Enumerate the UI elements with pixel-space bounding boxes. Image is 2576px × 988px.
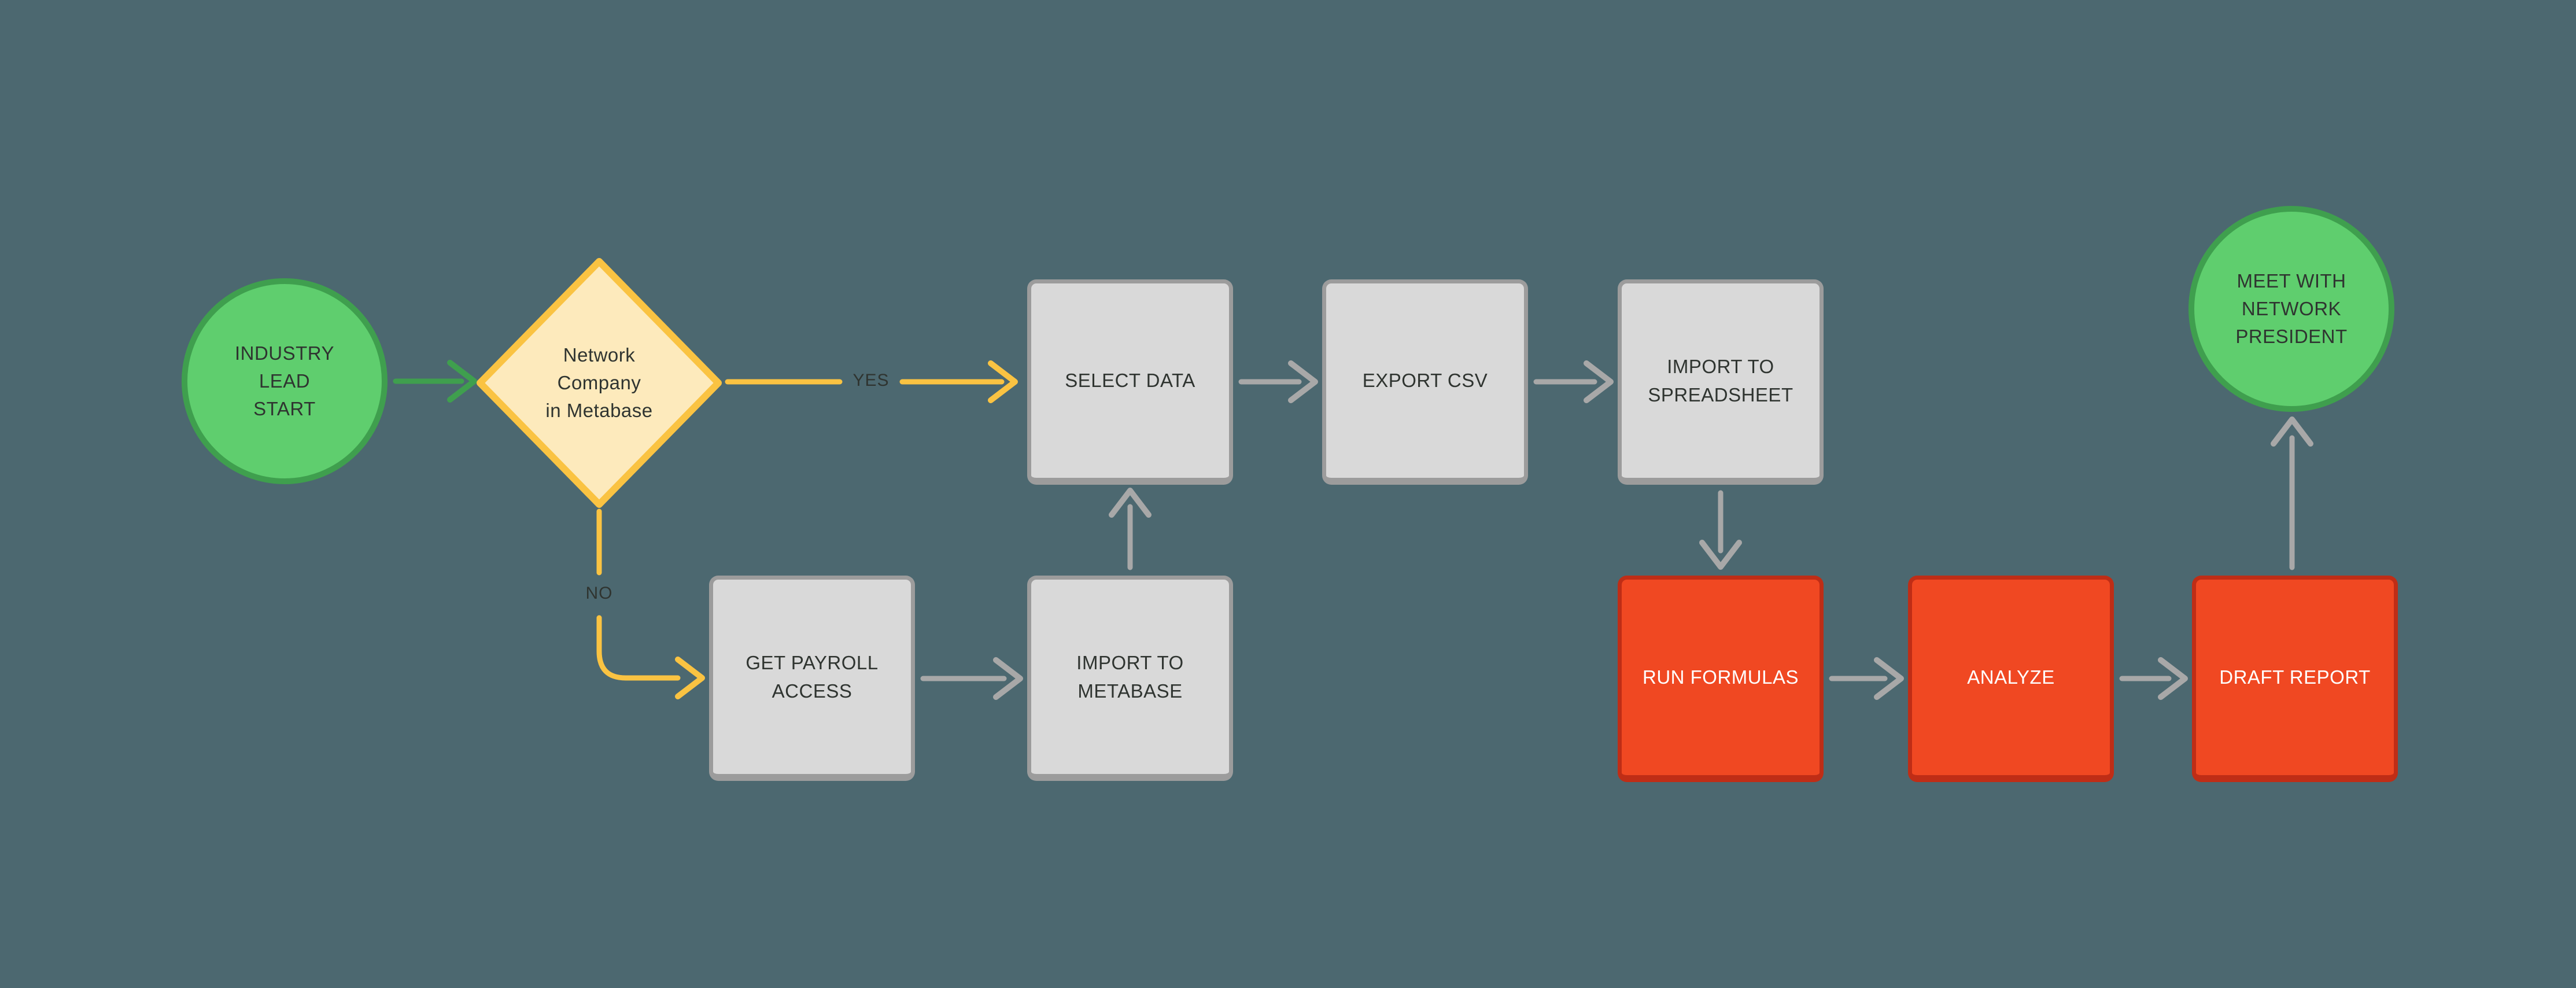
diamond-outline: [477, 258, 722, 508]
node-label: Network Company in Metabase: [545, 344, 653, 421]
node-label: GET PAYROLL ACCESS: [746, 651, 879, 702]
node-export-csv: EXPORT CSV: [1322, 279, 1528, 485]
arrowhead-right-icon: [447, 360, 477, 403]
node-label: IMPORT TO METABASE: [1076, 651, 1184, 702]
edge-select-data-to-export-csv: [1238, 360, 1318, 403]
node-label: INDUSTRY LEAD START: [234, 342, 335, 419]
node-label: MEET WITH NETWORK PRESIDENT: [2235, 270, 2348, 347]
edge-analyze-to-draft-report: [2119, 657, 2188, 700]
node-label: DRAFT REPORT: [2219, 666, 2371, 688]
edge-start-to-decision: [393, 360, 477, 403]
edge-import-spreadsheet-to-run-formulas: [1699, 490, 1742, 570]
arrowhead-right-icon: [993, 657, 1023, 700]
node-draft-report: DRAFT REPORT: [2192, 576, 2398, 782]
edge-decision-no-to-get-payroll: [596, 508, 705, 699]
node-import-to-metabase: IMPORT TO METABASE: [1027, 576, 1233, 781]
node-select-data: SELECT DATA: [1027, 279, 1233, 485]
arrowhead-down-icon: [1699, 540, 1742, 570]
node-label: IMPORT TO SPREADSHEET: [1648, 355, 1793, 406]
arrowhead-right-icon: [675, 657, 705, 699]
node-analyze: ANALYZE: [1908, 576, 2114, 782]
arrowhead-up-icon: [2271, 416, 2313, 447]
node-label: RUN FORMULAS: [1642, 666, 1799, 688]
node-network-company-in-metabase: Network Company in Metabase: [474, 256, 724, 510]
edge-line: [596, 615, 681, 681]
diamond-shape: [477, 258, 722, 508]
node-run-formulas: RUN FORMULAS: [1618, 576, 1824, 782]
node-industry-lead-start: INDUSTRY LEAD START: [182, 278, 387, 484]
node-label: SELECT DATA: [1065, 370, 1195, 392]
arrowhead-right-icon: [1584, 360, 1614, 403]
node-get-payroll-access: GET PAYROLL ACCESS: [709, 576, 915, 781]
edge-import-metabase-to-select-data: [1109, 488, 1152, 570]
edge-get-payroll-to-import-metabase: [920, 657, 1023, 700]
arrowhead-right-icon: [1288, 360, 1318, 403]
arrowhead-right-icon: [2158, 657, 2188, 700]
edge-export-csv-to-import-spreadsheet: [1533, 360, 1614, 403]
node-label: ANALYZE: [1967, 666, 2055, 688]
node-label: EXPORT CSV: [1362, 370, 1488, 392]
arrowhead-right-icon: [988, 360, 1018, 403]
edge-draft-report-to-meet-president: [2271, 416, 2313, 570]
arrowhead-up-icon: [1109, 488, 1152, 518]
edge-label-yes: YES: [852, 371, 890, 390]
arrowhead-right-icon: [1874, 657, 1904, 700]
edge-label-no: NO: [585, 584, 613, 603]
edge-run-formulas-to-analyze: [1829, 657, 1904, 700]
node-import-to-spreadsheet: IMPORT TO SPREADSHEET: [1618, 279, 1824, 485]
node-meet-with-network-president: MEET WITH NETWORK PRESIDENT: [2189, 206, 2394, 412]
